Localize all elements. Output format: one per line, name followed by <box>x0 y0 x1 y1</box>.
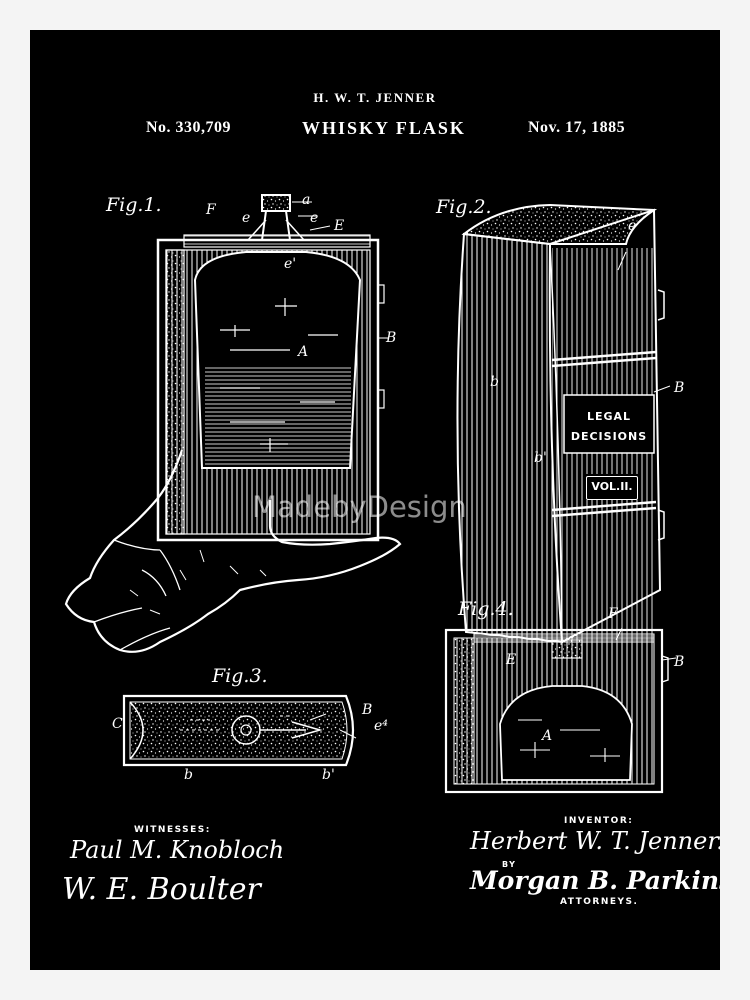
figure-1-label: Fig.1. <box>106 194 162 216</box>
inventor-label: INVENTOR: <box>564 816 634 826</box>
watermark: MadebyDesign <box>252 490 467 524</box>
ref-a: a <box>302 192 311 208</box>
figure-3-label: Fig.3. <box>212 665 268 687</box>
ref-e-prime: e' <box>284 256 297 272</box>
ref-B-fig2: B <box>674 380 685 396</box>
book-title-line2: DECISIONS <box>570 430 648 443</box>
ref-B-fig1: B <box>386 330 397 346</box>
patent-drawings <box>64 194 677 794</box>
leader-lines <box>292 201 677 739</box>
ref-F-fig1: F <box>206 202 216 218</box>
ref-e-fig2: e <box>628 218 637 234</box>
ref-E-fig1: E <box>334 218 345 234</box>
patent-title: WHISKY FLASK <box>302 118 466 138</box>
figure-2-label: Fig.2. <box>436 196 492 218</box>
witness-2-signature: W. E. Boulter <box>62 872 261 907</box>
ref-A-fig4: A <box>542 728 553 744</box>
attorney-signature: Morgan B. Parkinson <box>470 866 720 895</box>
book-volume-text: VOL.II. <box>591 480 633 493</box>
ref-C-fig3: C <box>112 716 123 732</box>
figure-2-drawing <box>456 203 665 644</box>
witness-1-signature: Paul M. Knobloch <box>70 836 285 864</box>
ref-e-left: e <box>242 210 251 226</box>
book-title-label: LEGAL DECISIONS <box>566 398 652 450</box>
inventor-name: H. W. T. JENNER <box>313 90 437 105</box>
ref-e-right: e <box>310 210 319 226</box>
attorneys-label: ATTORNEYS. <box>560 897 639 907</box>
by-label: BY <box>502 860 517 869</box>
patent-number: No. 330,709 <box>146 119 232 136</box>
patent-poster: LEGAL DECISIONS VOL.II. H. W. T. JENNER … <box>30 30 720 970</box>
inventor-signature: Herbert W. T. Jenner. <box>470 827 720 855</box>
ref-A-fig1: A <box>298 344 309 360</box>
ref-E-fig4: E <box>506 652 517 668</box>
ref-B-fig3: B <box>362 702 373 718</box>
book-title-line1: LEGAL <box>586 410 632 423</box>
ref-b-prime-fig2: b' <box>534 450 547 466</box>
witnesses-label: WITNESSES: <box>134 825 211 835</box>
figure-4-label: Fig.4. <box>458 598 514 620</box>
ref-b-prime-fig3: b' <box>322 767 335 783</box>
figure-4-drawing <box>444 628 669 794</box>
ref-b-fig2: b <box>490 374 499 390</box>
figure-3-drawing <box>122 694 355 767</box>
patent-date: Nov. 17, 1885 <box>528 119 626 136</box>
book-volume-label: VOL.II. <box>586 476 638 500</box>
ref-F-fig4: F <box>608 606 618 622</box>
ref-B-fig4: B <box>674 654 685 670</box>
figure-1-drawing <box>64 194 402 653</box>
ref-b-fig3: b <box>184 767 193 783</box>
ref-e4-fig3: e⁴ <box>374 718 388 734</box>
